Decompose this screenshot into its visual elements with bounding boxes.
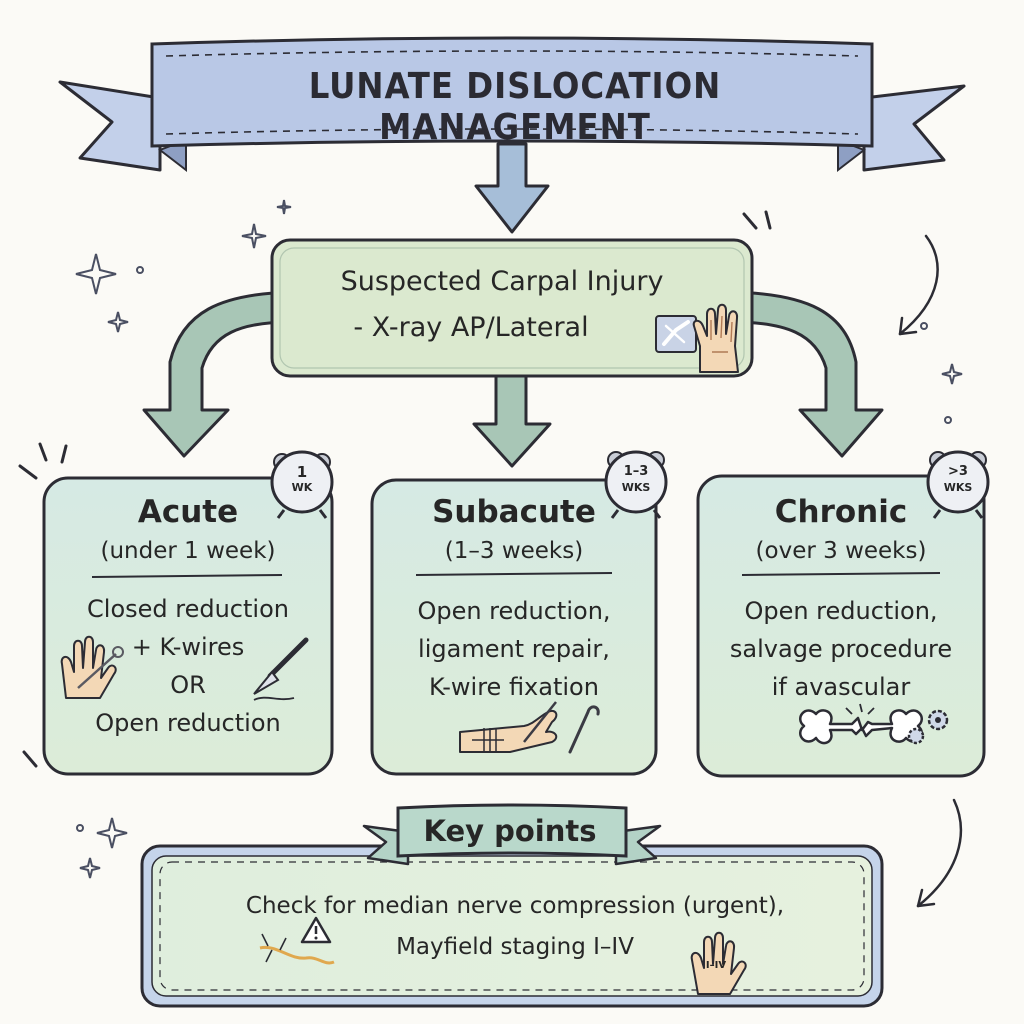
subacute-treatment-line: K-wire fixation xyxy=(429,673,599,701)
title-ribbon xyxy=(58,36,966,173)
subacute-card xyxy=(370,478,658,776)
key-points-line-2: Mayfield staging I–IV xyxy=(396,934,634,960)
warning-icon xyxy=(300,916,332,944)
arrow-title-to-start xyxy=(474,142,550,234)
chronic-treatment-line: if avascular xyxy=(771,673,911,701)
clock-icon-chronic xyxy=(926,450,990,519)
acute-heading: Acute xyxy=(137,494,239,530)
chronic-treatment: Open reduction, salvage procedure if ava… xyxy=(706,592,976,706)
hand-staging-icon xyxy=(690,931,747,995)
sparkle-icon xyxy=(75,199,963,879)
arrow-to-chronic xyxy=(730,290,884,458)
chronic-treatment-line: salvage procedure xyxy=(729,635,953,663)
start-box-title: Suspected Carpal Injury xyxy=(340,266,664,297)
subacute-treatment-line: ligament repair, xyxy=(418,635,610,663)
acute-badge: 1 WK xyxy=(280,464,324,496)
hand-skeleton-icon xyxy=(692,303,739,373)
subacute-badge-number: 1–3 xyxy=(623,464,649,479)
nerve-icon xyxy=(259,933,335,965)
needle-icon xyxy=(568,705,600,754)
motion-lines xyxy=(18,210,772,768)
xray-icon xyxy=(655,315,697,353)
scalpel-icon xyxy=(253,637,309,701)
curved-arrow-icon xyxy=(898,234,962,908)
chronic-card xyxy=(696,474,986,778)
start-box xyxy=(270,238,754,378)
key-points-title: Key points xyxy=(423,814,597,848)
subacute-badge-unit: WKS xyxy=(621,481,651,494)
broken-bone-icon xyxy=(799,703,923,745)
arrow-to-acute xyxy=(142,290,294,458)
subacute-treatment-line: Open reduction, xyxy=(417,597,611,625)
acute-treatment: Closed reduction + K-wires OR Open reduc… xyxy=(56,590,320,742)
key-points-line-1: Check for median nerve compression (urge… xyxy=(245,893,785,919)
chronic-heading: Chronic xyxy=(774,494,908,530)
chronic-treatment-line: Open reduction, xyxy=(744,597,938,625)
acute-badge-unit: WK xyxy=(291,481,313,494)
acute-timeframe: (under 1 week) xyxy=(100,538,276,564)
chronic-badge-unit: WKS xyxy=(943,481,973,494)
subacute-badge: 1–3 WKS xyxy=(612,464,660,496)
acute-card xyxy=(42,476,334,776)
clock-icon-subacute xyxy=(604,450,668,519)
clock-icon-acute xyxy=(270,450,334,519)
acute-treatment-line: Closed reduction xyxy=(87,595,289,623)
page-title: LUNATE DISLOCATION MANAGEMENT xyxy=(308,66,722,148)
acute-treatment-line: OR xyxy=(170,671,206,699)
subacute-timeframe: (1–3 weeks) xyxy=(444,538,584,564)
hand-kwire-icon xyxy=(60,635,124,699)
gears-icon xyxy=(907,709,949,745)
key-points-ribbon xyxy=(362,803,662,866)
acute-treatment-line: + K-wires xyxy=(131,633,245,661)
sutured-hand-icon xyxy=(459,701,558,753)
chronic-badge: >3 WKS xyxy=(934,464,982,496)
chronic-timeframe: (over 3 weeks) xyxy=(755,538,927,564)
subacute-heading: Subacute xyxy=(432,494,596,530)
arrow-to-subacute xyxy=(472,374,552,468)
start-box-subtitle: - X-ray AP/Lateral xyxy=(353,312,589,343)
acute-badge-number: 1 xyxy=(296,463,308,481)
subacute-treatment: Open reduction, ligament repair, K-wire … xyxy=(382,592,646,706)
acute-treatment-line: Open reduction xyxy=(95,709,281,737)
chronic-badge-number: >3 xyxy=(948,464,968,479)
hand-staging-label: I–IV xyxy=(705,960,727,971)
